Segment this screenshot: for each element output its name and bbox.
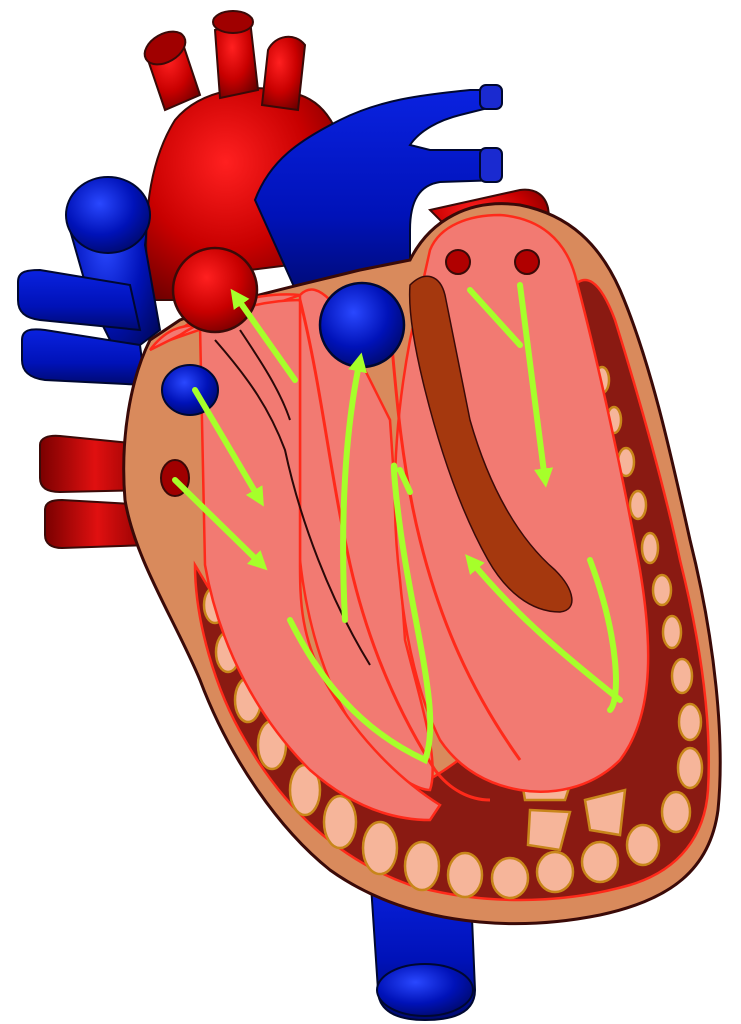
- pulmonary-veins-right: [18, 270, 145, 385]
- aortic-opening: [173, 248, 257, 332]
- superior-vena-cava-opening: [162, 365, 218, 415]
- superior-vena-cava: [66, 177, 160, 360]
- pulmonary-opening: [320, 283, 404, 367]
